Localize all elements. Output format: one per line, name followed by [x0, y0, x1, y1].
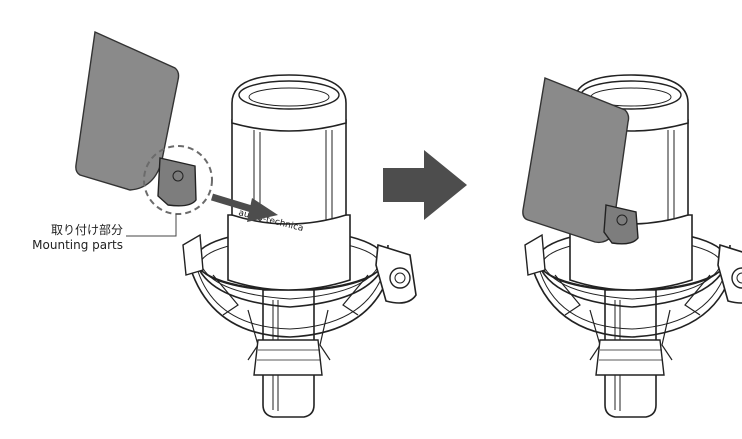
pop-filter-after [522, 77, 630, 244]
mic-illustration-before [182, 74, 417, 418]
callout-label-jp: 取り付け部分 [50, 223, 123, 237]
knob-screw-mounted [616, 214, 628, 226]
pop-filter-before [75, 30, 180, 191]
callout-leader [126, 214, 177, 237]
insert-arrow [210, 193, 278, 222]
knob-screw [172, 170, 184, 182]
pop-filter-knob [157, 157, 197, 207]
callout-label-en: Mounting parts [32, 238, 123, 252]
callout-circle [143, 145, 213, 215]
step-arrow [383, 150, 467, 220]
